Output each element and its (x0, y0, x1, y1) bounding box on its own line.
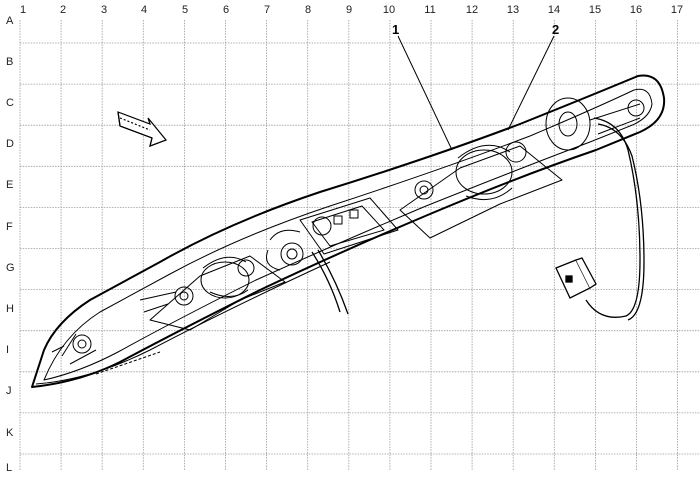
left-lamp-unit (139, 255, 286, 331)
column-label: 13 (507, 4, 519, 16)
housing-outer-shell (31, 74, 666, 388)
view-direction-arrow (117, 111, 167, 147)
right-end-socket (545, 97, 645, 151)
column-label: 1 (20, 4, 26, 16)
housing-inner-lip (43, 88, 653, 381)
lamp-housing-assembly (31, 74, 666, 388)
column-label: 7 (264, 4, 270, 16)
column-label: 2 (60, 4, 66, 16)
column-labels: 1 2 3 4 5 6 7 8 9 10 11 12 13 14 15 16 1… (20, 4, 683, 16)
row-label: G (6, 262, 15, 274)
row-label: L (6, 462, 12, 474)
callout-label: 2 (552, 22, 559, 37)
row-label: H (6, 303, 14, 315)
row-label: E (6, 179, 13, 191)
row-label: F (6, 221, 13, 233)
callout-1: 1 (392, 22, 453, 151)
row-labels: A B C D E F G H I J K L (6, 15, 15, 474)
column-label: 15 (589, 4, 601, 16)
column-label: 8 (305, 4, 311, 16)
column-label: 17 (671, 4, 683, 16)
column-label: 16 (630, 4, 642, 16)
column-label: 6 (223, 4, 229, 16)
row-label: C (6, 97, 14, 109)
column-label: 4 (141, 4, 147, 16)
column-label: 9 (346, 4, 352, 16)
right-lamp-unit (399, 141, 563, 239)
left-socket (51, 333, 97, 365)
column-label: 5 (182, 4, 188, 16)
column-label: 14 (548, 4, 560, 16)
wiring-harness (311, 117, 645, 321)
row-label: K (6, 427, 14, 439)
column-label: 3 (101, 4, 107, 16)
column-label: 11 (424, 4, 435, 16)
column-label: 10 (383, 4, 395, 16)
row-label: A (6, 15, 14, 27)
center-connector-module (266, 197, 399, 271)
callout-label: 1 (392, 22, 399, 37)
row-label: I (6, 344, 9, 356)
row-label: J (6, 385, 12, 397)
row-label: D (6, 138, 14, 150)
callout-2: 2 (507, 22, 559, 131)
row-label: B (6, 56, 13, 68)
grid-lines (19, 20, 700, 470)
harness-connector (555, 257, 597, 299)
column-label: 12 (466, 4, 478, 16)
